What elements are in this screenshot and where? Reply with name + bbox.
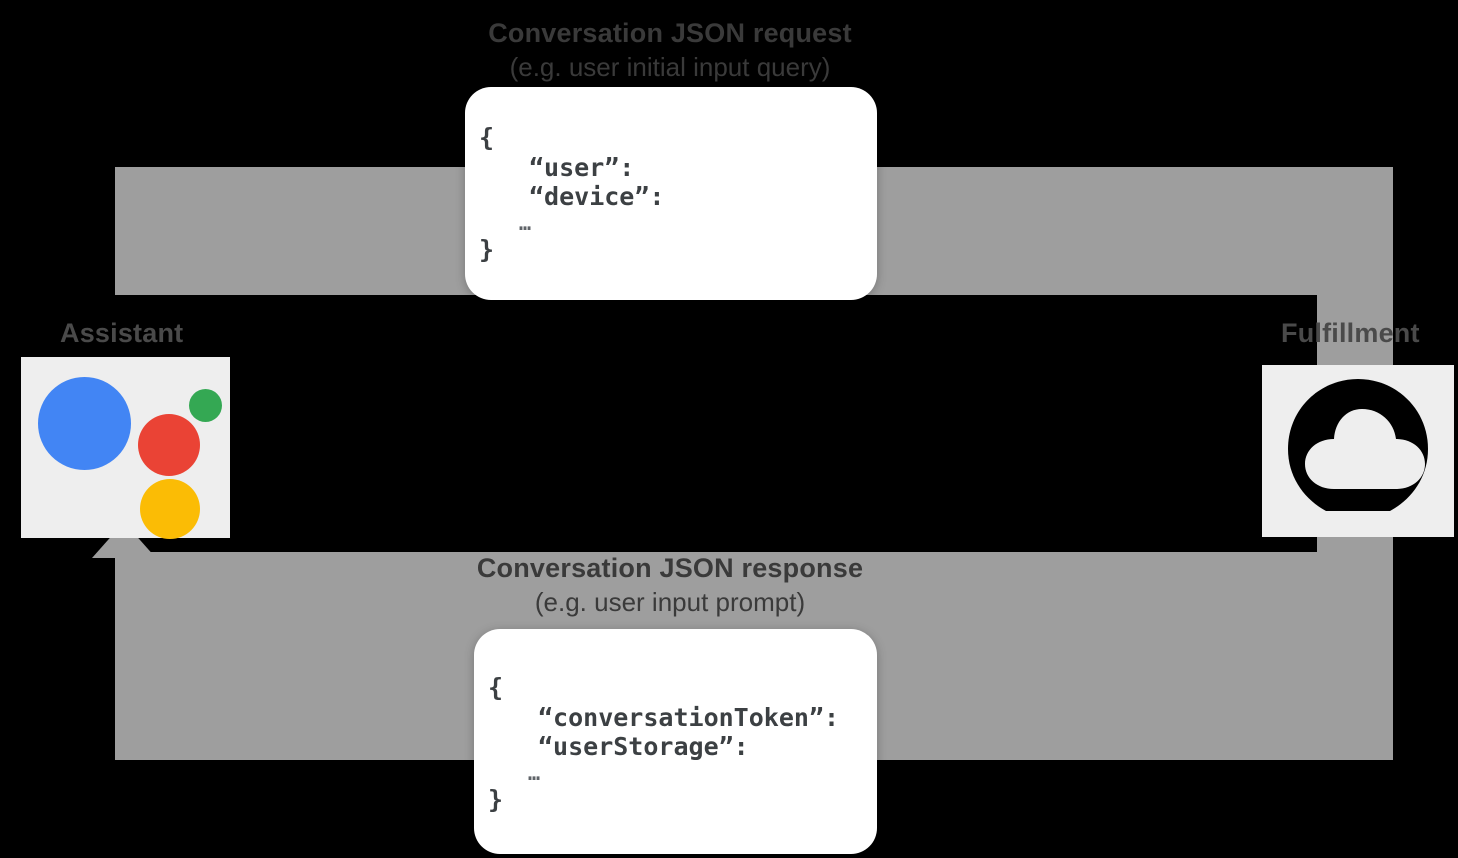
json-response-key-user-storage: “userStorage”: [538,732,749,761]
request-caption-title: Conversation JSON request [488,18,852,48]
cloud-icon [1262,365,1454,537]
fulfillment-node[interactable] [1262,365,1454,537]
json-response-ellipsis: … [528,760,542,785]
json-request-close-brace: } [479,235,495,265]
json-response-open-brace: { [488,673,504,702]
assistant-node[interactable] [21,357,230,539]
assistant-dot-green-icon [189,389,222,422]
google-assistant-logo-icon [21,357,230,539]
json-response-close-brace: } [488,785,504,815]
assistant-dot-blue-icon [38,377,131,470]
json-response-card: { “conversationToken”: “userStorage”: … … [474,629,877,854]
json-response-key-conversation-token: “conversationToken”: [538,702,840,732]
response-caption-subtitle: (e.g. user input prompt) [534,587,806,617]
request-caption-subtitle: (e.g. user initial input query) [509,52,831,82]
response-flow-caption: Conversation JSON response (e.g. user in… [430,553,910,618]
json-request-key-user: “user”: [529,152,635,182]
json-request-key-device: “device”: [529,182,665,211]
json-request-card: { “user”: “device”: … } [465,87,877,300]
assistant-node-label: Assistant [60,318,184,348]
request-arrow-vertical [1317,167,1393,377]
json-request-open-brace: { [479,123,495,152]
response-caption-title: Conversation JSON response [476,553,864,583]
request-arrowhead-icon [1323,282,1387,318]
request-flow-caption: Conversation JSON request (e.g. user ini… [430,18,910,83]
assistant-dot-red-icon [138,414,200,476]
response-arrow-vertical [1317,500,1393,760]
json-request-ellipsis: … [519,210,533,235]
fulfillment-node-label: Fulfillment [1281,318,1420,348]
assistant-dot-yellow-icon [140,479,200,539]
